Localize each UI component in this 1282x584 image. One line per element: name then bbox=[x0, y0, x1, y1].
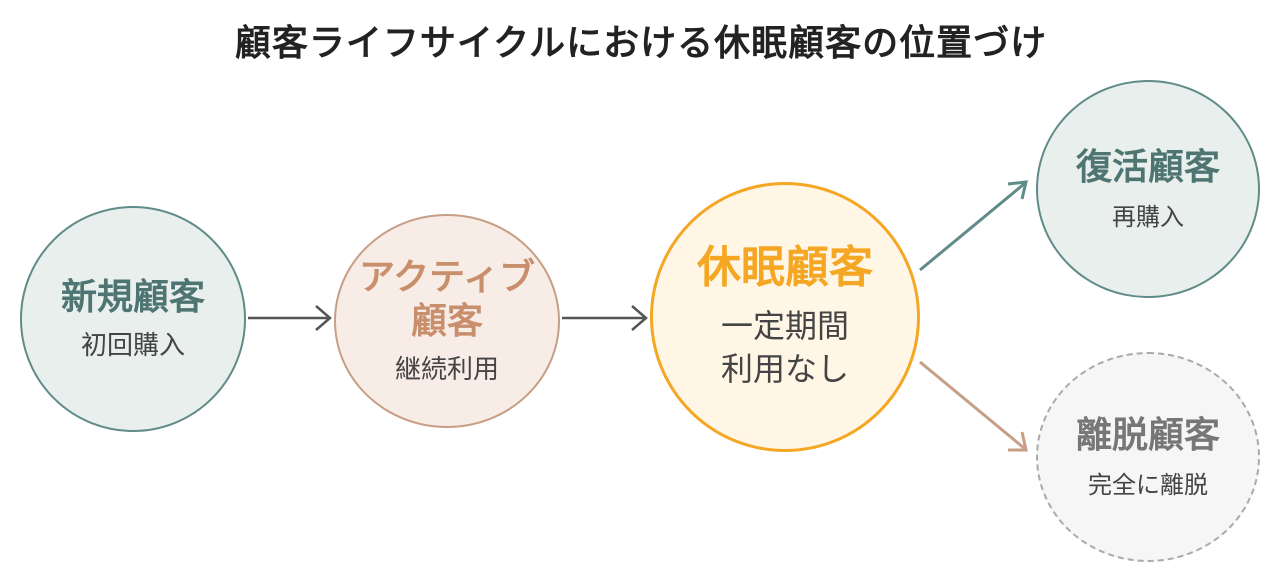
node-revival-customer-sub: 再購入 bbox=[1112, 203, 1184, 232]
node-revival-customer-name: 復活顧客 bbox=[1075, 146, 1220, 188]
node-active-customer-sub: 継続利用 bbox=[394, 354, 499, 385]
node-dormant-customer: 休眠顧客 一定期間 利用なし bbox=[650, 182, 920, 452]
node-churn-customer-sub: 完全に離脱 bbox=[1088, 471, 1208, 500]
node-churn-customer-name: 離脱顧客 bbox=[1075, 414, 1220, 456]
node-active-customer: アクティブ 顧客 継続利用 bbox=[334, 214, 560, 428]
arrow-dormant-to-churn bbox=[919, 360, 1028, 452]
node-new-customer-name: 新規顧客 bbox=[60, 276, 205, 318]
node-dormant-customer-sub: 一定期間 利用なし bbox=[720, 307, 849, 389]
node-new-customer-sub: 初回購入 bbox=[80, 331, 185, 362]
arrow-dormant-to-revival bbox=[919, 180, 1028, 272]
node-dormant-customer-name: 休眠顧客 bbox=[697, 242, 873, 294]
node-revival-customer: 復活顧客 再購入 bbox=[1036, 80, 1260, 298]
node-new-customer: 新規顧客 初回購入 bbox=[20, 206, 246, 432]
arrow-active-to-dormant bbox=[562, 305, 648, 331]
arrow-new-to-active bbox=[248, 305, 332, 331]
node-churn-customer: 離脱顧客 完全に離脱 bbox=[1036, 352, 1260, 562]
node-active-customer-name: アクティブ 顧客 bbox=[358, 257, 536, 342]
page-title: 顧客ライフサイクルにおける休眠顧客の位置づけ bbox=[234, 23, 1048, 64]
